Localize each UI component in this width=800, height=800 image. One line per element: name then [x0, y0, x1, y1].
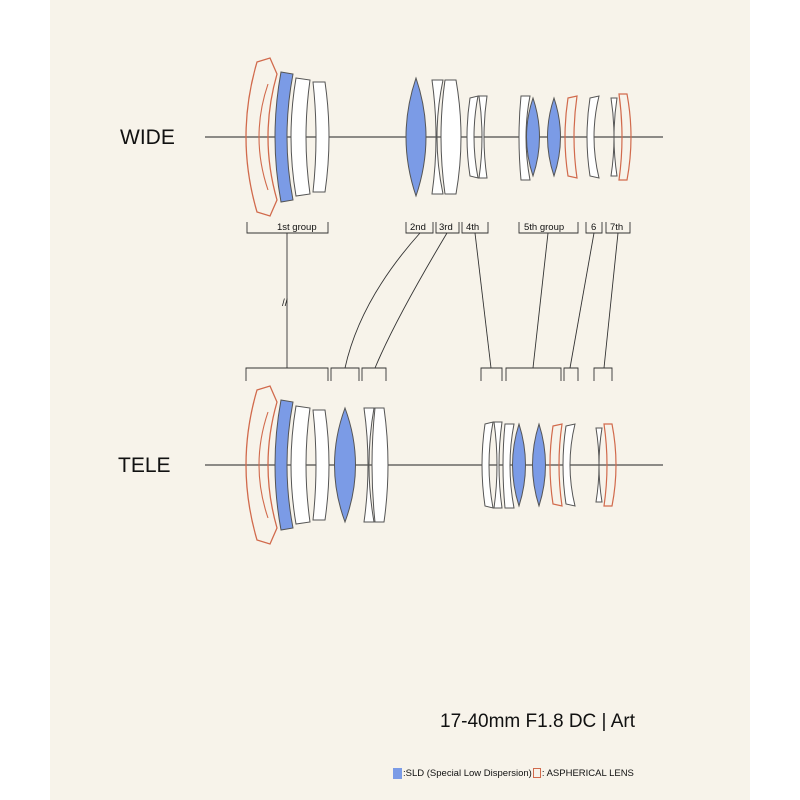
wide-group-5-elements [518, 95, 578, 181]
legend-aspherical-label: : ASPHERICAL LENS [541, 767, 634, 779]
wide-element-4a [466, 95, 479, 179]
tele-group-3-elements [363, 407, 389, 523]
wide-element-7a [610, 97, 618, 177]
tele-sld-element-1 [274, 399, 294, 531]
tele-group-1-elements [245, 385, 330, 545]
wide-group-6-element [586, 95, 600, 179]
legend: :SLD (Special Low Dispersion) : ASPHERIC… [393, 766, 634, 780]
wide-aspherical-element-5d [564, 95, 578, 179]
diagram-panel [50, 0, 750, 800]
lens-product-title: 17-40mm F1.8 DC | Art [440, 711, 635, 732]
tele-element-7a [595, 427, 603, 503]
wide-group-1-elements [245, 57, 330, 217]
tele-front-inner-aspherical [258, 411, 269, 519]
tele-label: TELE [118, 454, 171, 477]
wide-group-4-elements [466, 95, 488, 179]
tele-sld-element-5c [532, 422, 546, 508]
tele-front-meniscus-aspherical [245, 385, 278, 545]
wide-group-7-elements [610, 93, 632, 181]
group-label-2nd: 2nd [410, 222, 426, 233]
tele-section: TELE [118, 367, 663, 545]
group-label-5th: 5th group [524, 222, 564, 233]
fixed-group-marker: // [282, 298, 288, 309]
group-label-4th: 4th [466, 222, 479, 233]
zoom-movement-lines [286, 232, 619, 369]
tele-sld-element-5b [512, 422, 526, 508]
legend-sld-label: :SLD (Special Low Dispersion) [403, 767, 532, 779]
tele-element-1d [312, 409, 330, 521]
tele-element-4b [493, 421, 503, 509]
tele-element-5a [502, 423, 515, 509]
wide-sld-element-1 [274, 71, 294, 203]
wide-element-3a [431, 79, 444, 195]
wide-element-5a [518, 95, 531, 181]
tele-element-1c [290, 405, 311, 525]
group-3-movement [374, 232, 448, 369]
tele-group-brackets [245, 367, 613, 381]
wide-front-inner-aspherical [258, 83, 269, 191]
tele-group-7-elements [595, 423, 617, 507]
group-7-movement [603, 232, 619, 369]
tele-aspherical-element-7b [603, 423, 617, 507]
group-5-movement [532, 232, 549, 369]
group-label-1st: 1st group [277, 222, 317, 233]
tele-element-3b [371, 407, 389, 523]
tele-group-4-elements [481, 421, 503, 509]
aspherical-swatch-icon [532, 768, 541, 778]
wide-front-meniscus-aspherical [245, 57, 278, 217]
tele-group-2-sld-element [334, 406, 356, 524]
wide-group-2-sld-element [405, 76, 427, 198]
group-4-movement [474, 232, 492, 369]
tele-element-3a [363, 407, 375, 523]
tele-group-6-element [562, 423, 576, 507]
tele-group-5-elements [502, 422, 563, 509]
wide-sld-element-5c [547, 96, 561, 178]
wide-section: WIDE [120, 57, 663, 234]
wide-element-1c [290, 77, 311, 197]
group-label-6: 6 [591, 222, 596, 233]
group-2-movement [344, 232, 421, 369]
wide-element-4b [478, 95, 488, 179]
tele-element-4a [481, 421, 494, 509]
group-6-movement [569, 232, 595, 369]
wide-sld-element-5b [526, 96, 540, 178]
group-label-3rd: 3rd [439, 222, 453, 233]
wide-aspherical-element-7b [618, 93, 632, 181]
wide-element-1d [312, 81, 330, 193]
group-label-7th: 7th [610, 222, 623, 233]
sld-swatch-icon [393, 767, 402, 779]
wide-element-3b [440, 79, 462, 195]
wide-group-3-elements [431, 79, 462, 195]
wide-label: WIDE [120, 126, 175, 149]
tele-aspherical-element-5d [549, 423, 563, 507]
